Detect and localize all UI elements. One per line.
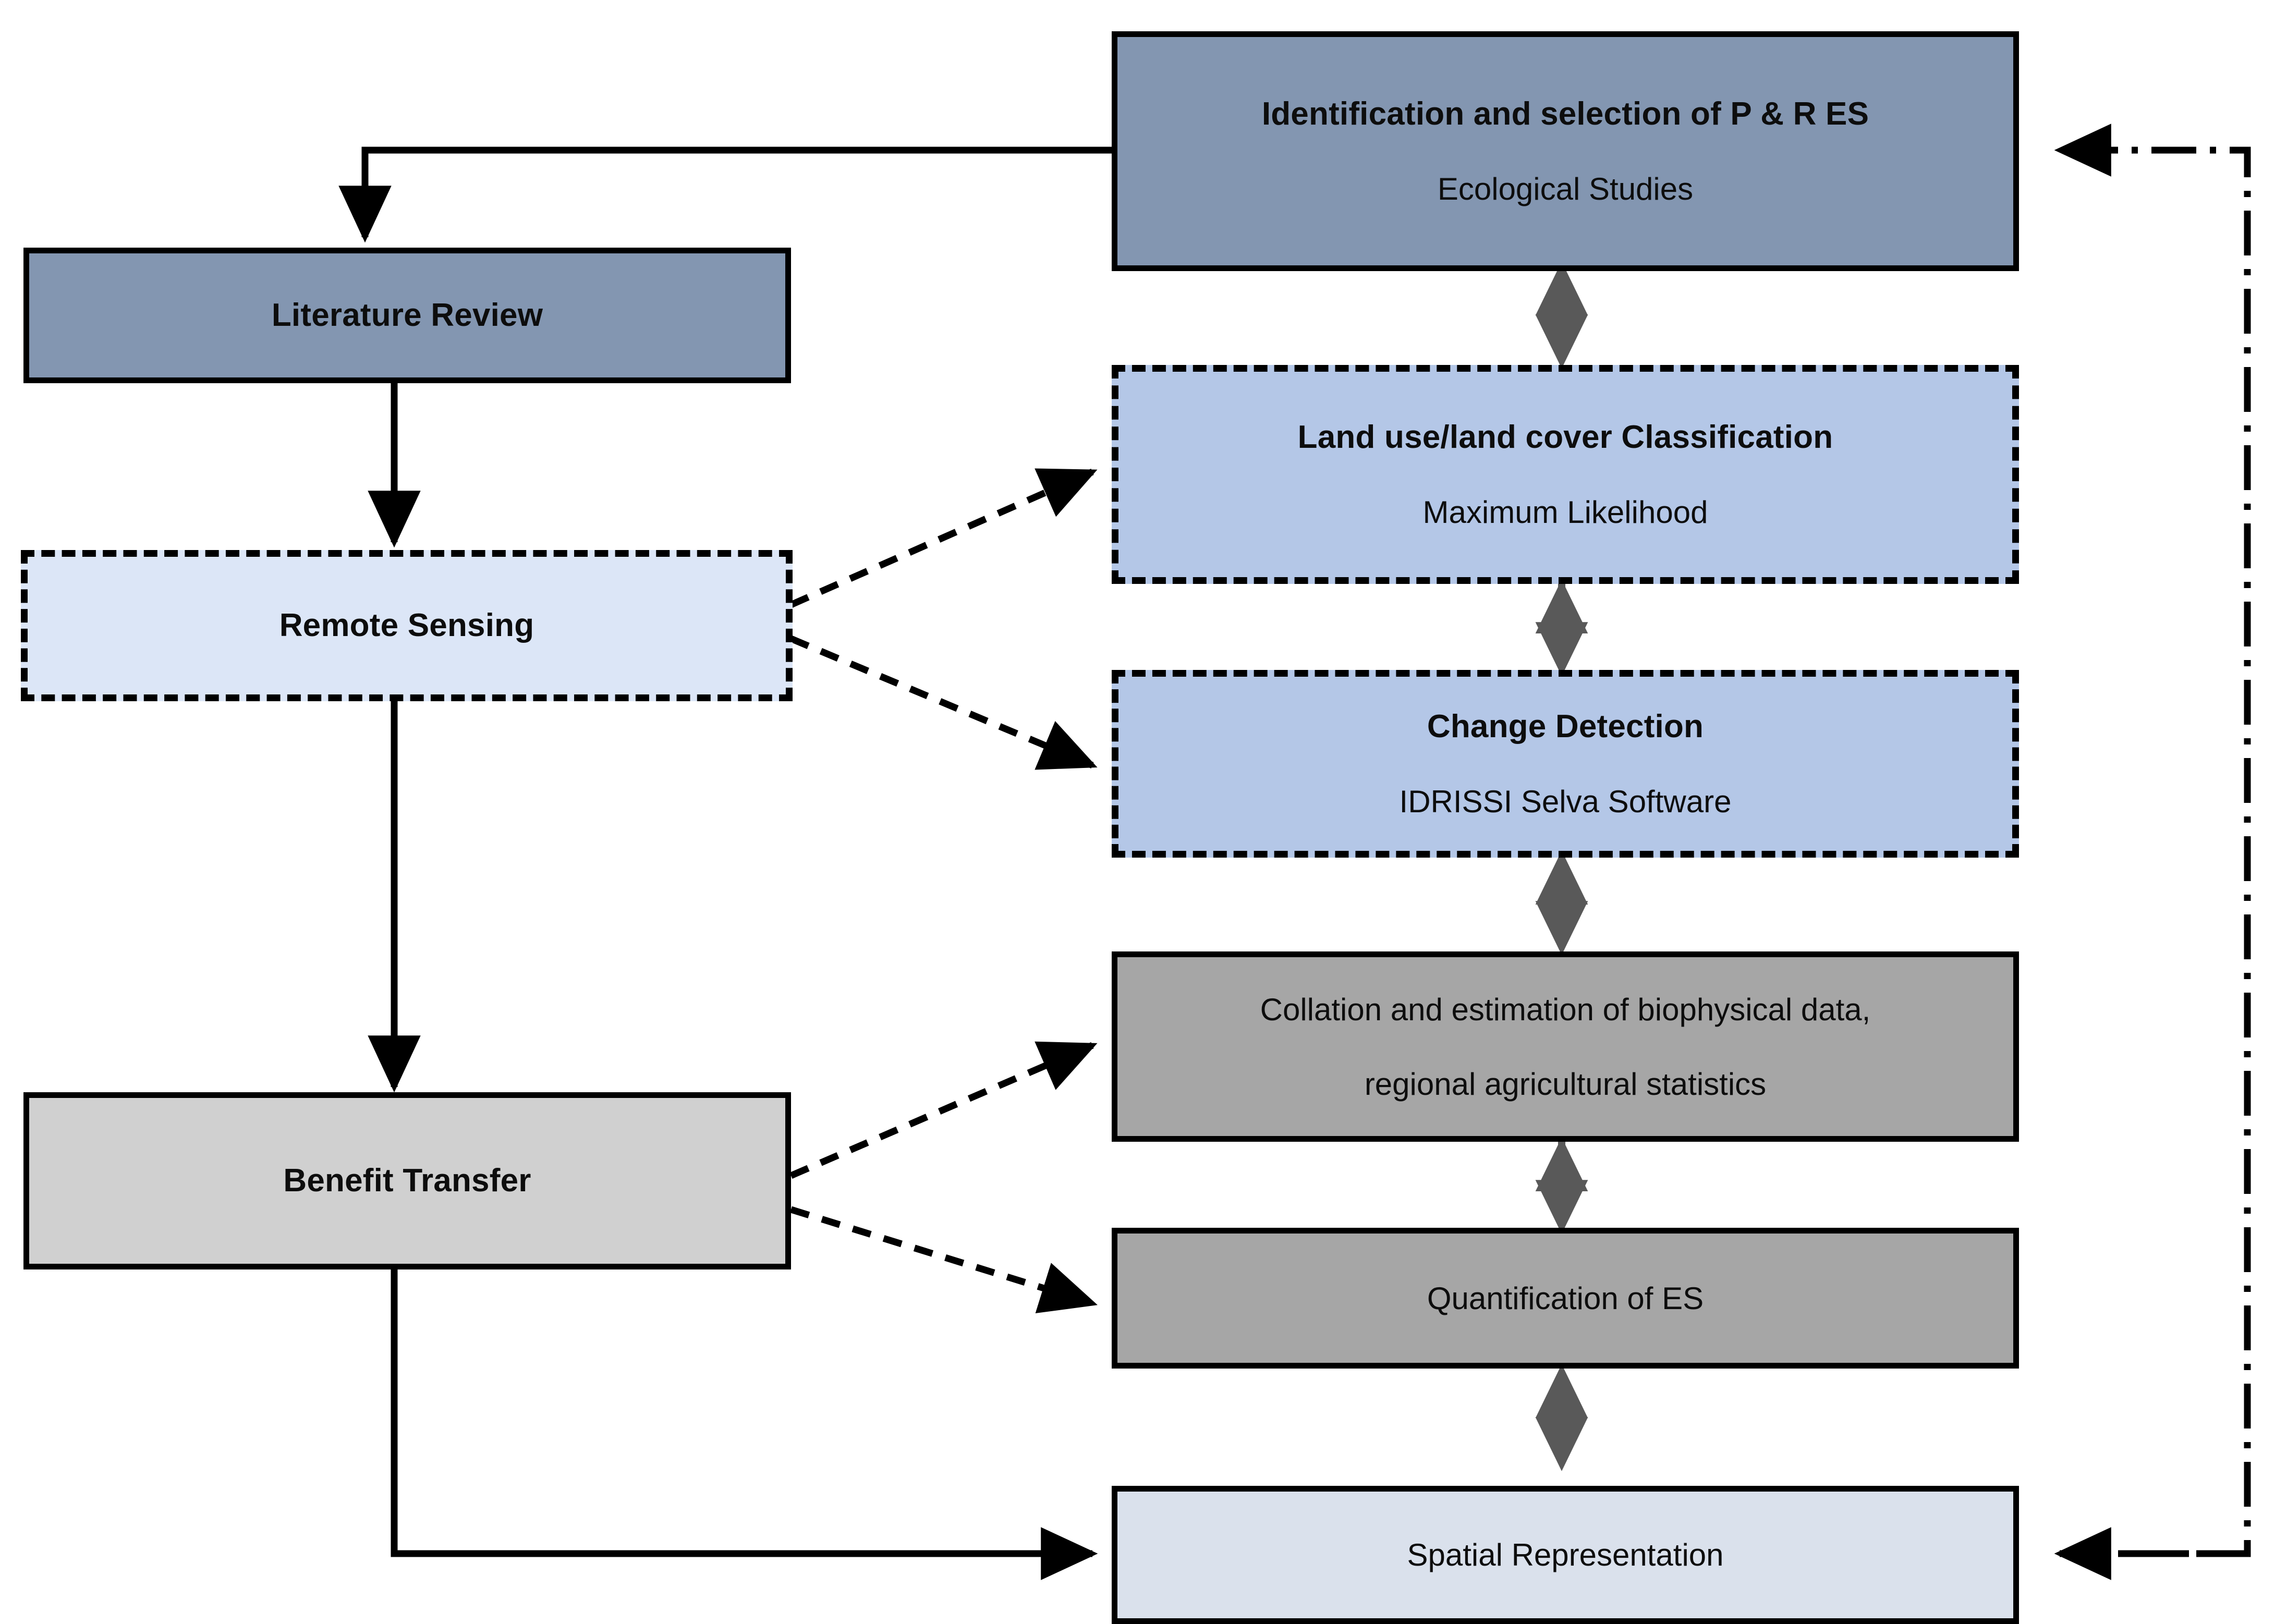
node-change-detection-title: Change Detection: [1427, 708, 1704, 744]
node-lulc-classification-title: Land use/land cover Classification: [1297, 419, 1833, 455]
edge-spatial-representation-feedback-loop: [2054, 124, 2251, 1580]
node-identification-subtitle: Ecological Studies: [1437, 172, 1694, 207]
edge-remote-sensing-to-change-detection: [789, 636, 1098, 770]
node-identification[interactable]: Identification and selection of P & R ES…: [1112, 31, 2019, 271]
node-collation-estimation-line2: regional agricultural statistics: [1364, 1066, 1767, 1102]
node-spatial-representation[interactable]: Spatial Representation: [1112, 1486, 2019, 1624]
node-literature-review[interactable]: Literature Review: [23, 248, 791, 383]
node-literature-review-title: Literature Review: [271, 297, 543, 334]
node-remote-sensing[interactable]: Remote Sensing: [21, 550, 793, 701]
node-quantification-subtitle: Quantification of ES: [1427, 1280, 1704, 1316]
edge-benefit-transfer-to-collation: [789, 1041, 1098, 1179]
node-quantification[interactable]: Quantification of ES: [1112, 1228, 2019, 1369]
node-change-detection-subtitle: IDRISSI Selva Software: [1399, 784, 1732, 820]
node-benefit-transfer-title: Benefit Transfer: [283, 1163, 531, 1199]
node-collation-estimation-line1: Collation and estimation of biophysical …: [1260, 992, 1871, 1027]
edge-benefit-transfer-to-quantification: [790, 1206, 1098, 1314]
node-change-detection[interactable]: Change Detection IDRISSI Selva Software: [1112, 670, 2019, 858]
edge-remote-sensing-to-lulc: [789, 468, 1098, 608]
node-spatial-representation-subtitle: Spatial Representation: [1407, 1537, 1724, 1572]
node-collation-estimation[interactable]: Collation and estimation of biophysical …: [1112, 951, 2019, 1142]
node-lulc-classification-subtitle: Maximum Likelihood: [1422, 495, 1708, 530]
node-identification-title: Identification and selection of P & R ES: [1261, 95, 1869, 132]
node-benefit-transfer[interactable]: Benefit Transfer: [23, 1092, 791, 1269]
edge-identification-to-literature-review: [338, 146, 1112, 243]
edge-benefit-transfer-to-spatial-representation: [391, 1267, 1098, 1580]
node-lulc-classification[interactable]: Land use/land cover Classification Maxim…: [1112, 365, 2019, 584]
node-remote-sensing-title: Remote Sensing: [279, 607, 534, 644]
